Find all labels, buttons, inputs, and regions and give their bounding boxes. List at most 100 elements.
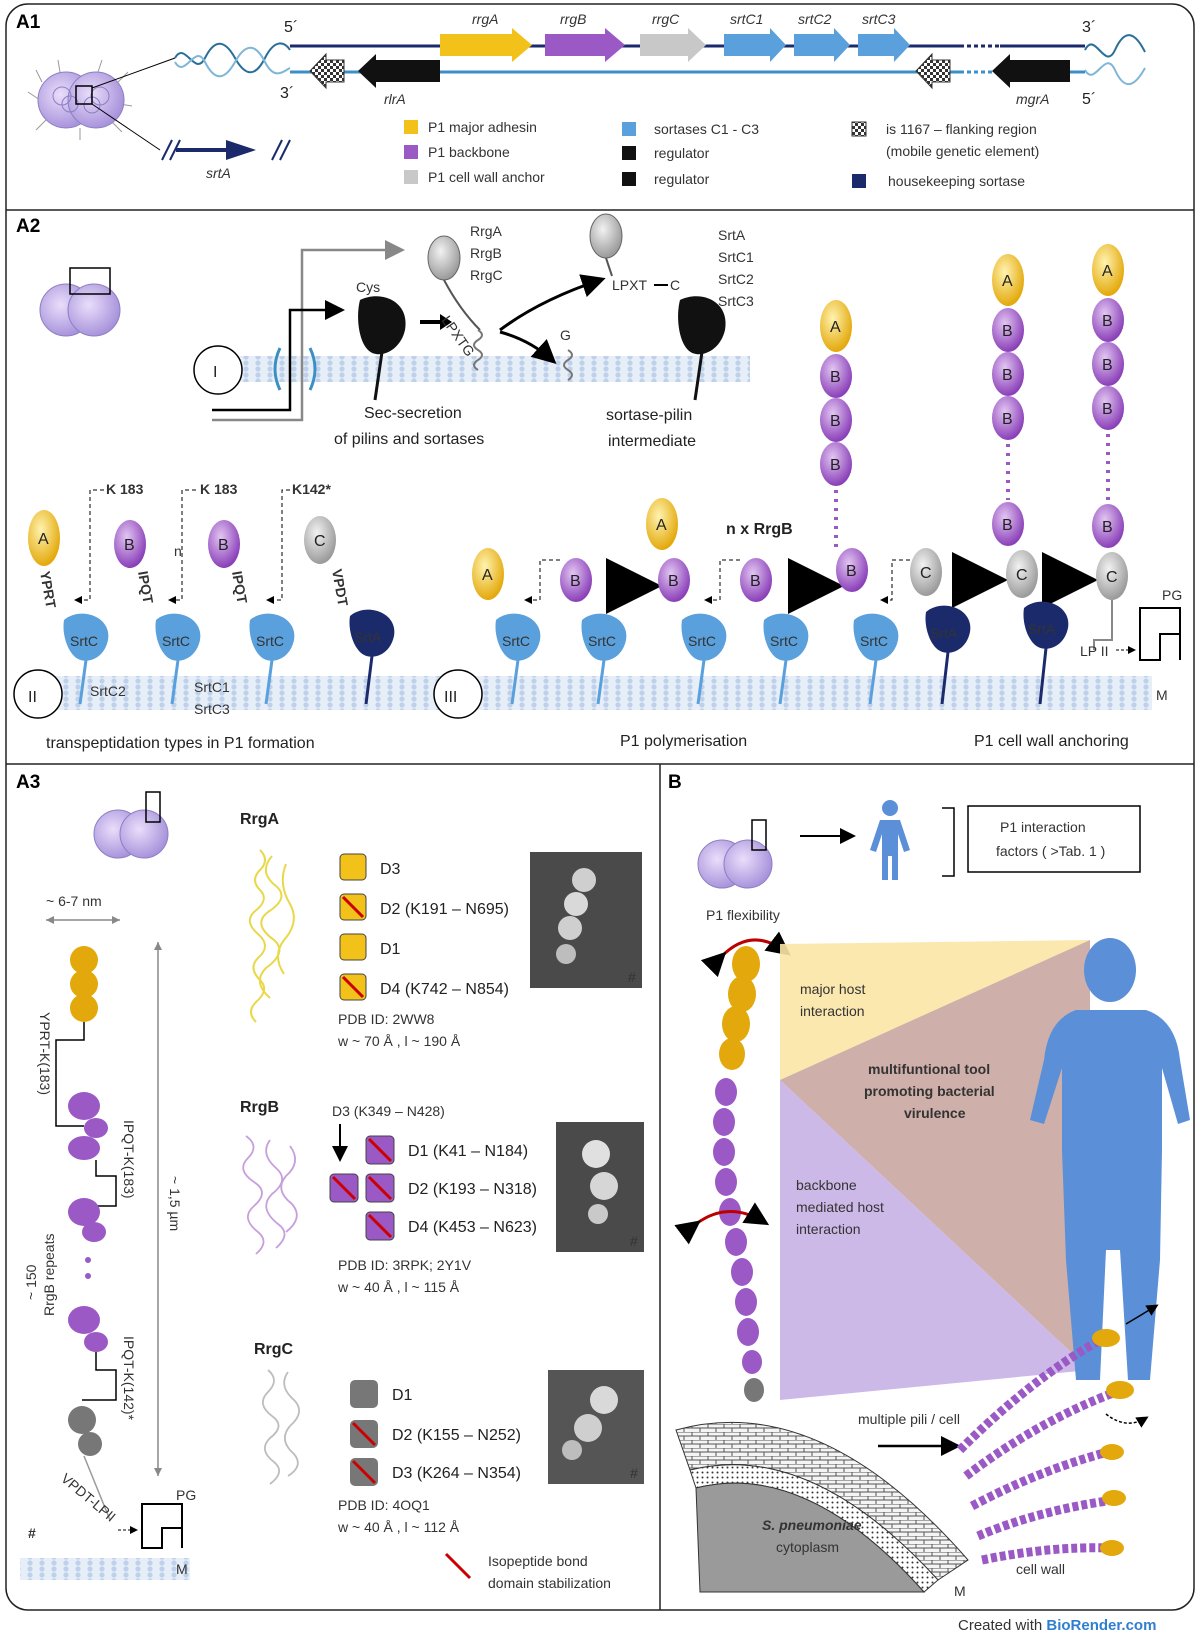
rrgc-d2: D2 (K155 – N252)	[392, 1427, 521, 1444]
rrgc-em-hash: #	[630, 1465, 638, 1481]
figure-frame	[5, 3, 1195, 1611]
rrga-pdb: PDB ID: 2WW8	[338, 1011, 435, 1027]
rrga-d2: D2 (K191 – N695)	[380, 901, 509, 918]
rrgb-dims: w ~ 40 Å , l ~ 115 Å	[337, 1279, 460, 1295]
pilin-a-step3-2: A	[656, 517, 667, 534]
sortase-label-srta: SrtA	[718, 227, 746, 243]
rrgb-em-image: #	[556, 1122, 644, 1252]
pilin-b2-step2: B	[218, 537, 229, 554]
rrgb-pdb: PDB ID: 3RPK; 2Y1V	[338, 1257, 472, 1273]
hash-label: #	[28, 1525, 36, 1541]
srtc-step3-3: SrtC	[688, 633, 716, 649]
rrgc-pdb: PDB ID: 4OQ1	[338, 1497, 430, 1513]
sec-caption-line1: Sec-secretion	[364, 405, 462, 422]
panel-label-b: B	[668, 772, 682, 793]
step-label-1: I	[213, 364, 217, 381]
b-long-pilus	[674, 946, 770, 1402]
rrgb-title: RrgB	[240, 1099, 279, 1116]
m-label-b: M	[954, 1583, 966, 1599]
gene-rrgc-arrow	[640, 28, 706, 62]
rrga-em-hash: #	[628, 969, 636, 985]
membrane-step2-3	[40, 676, 1152, 710]
repeats-label: RrgB repeats	[41, 1234, 57, 1316]
stalk2-b2: B	[1002, 367, 1013, 384]
length-label: ~ 1,5 µm	[167, 1176, 183, 1231]
a1-bacterium-icon	[27, 59, 133, 140]
rrgb-d4: D4 (K453 – N623)	[408, 1219, 537, 1236]
multifunctional-line1: multifuntional tool	[868, 1061, 990, 1077]
legend-housekeeping-sortase: housekeeping sortase	[888, 173, 1025, 189]
srtc-step3-4: SrtC	[770, 633, 798, 649]
rrgc-title: RrgC	[254, 1341, 294, 1358]
rrgc-em-image: #	[548, 1370, 644, 1484]
sec-caption-line2: of pilins and sortases	[334, 431, 484, 448]
rrga-d4: D4 (K742 – N854)	[380, 981, 509, 998]
rrgb-em-hash: #	[630, 1233, 638, 1249]
rrgb-d2: D2 (K193 – N318)	[408, 1181, 537, 1198]
c-label: C	[670, 277, 680, 293]
gene-label-srtc1: srtC1	[730, 11, 763, 27]
credit-brand: BioRender.com	[1046, 1617, 1156, 1634]
legend-backbone: P1 backbone	[428, 144, 510, 160]
srta-step3-1: SrtA	[930, 625, 958, 641]
stalk3-b1: B	[1102, 313, 1113, 330]
k183-label-2: K 183	[200, 481, 238, 497]
stalk3-b2: B	[1102, 357, 1113, 374]
srtc-step2-2: SrtC	[162, 633, 190, 649]
stalk1-b4: B	[846, 563, 857, 580]
gene-mgra-arrow	[992, 54, 1070, 88]
rrga-ribbon-structure	[248, 849, 295, 1023]
pilin-c-step2: C	[314, 533, 326, 550]
a3-pilus-structure: ~ 6-7 nm ~ 1,5 µm YPRT-K(183)	[20, 791, 644, 1591]
rrgc-d3: D3 (K264 – N354)	[392, 1465, 521, 1482]
linkage-label-3: IPQT-K(142)*	[121, 1336, 137, 1421]
stalk1-a: A	[830, 319, 841, 336]
credit-line: Created with BioRender.com	[958, 1617, 1156, 1634]
pilin-label-rrgc: RrgC	[470, 267, 503, 283]
rrga-d1: D1	[380, 941, 401, 958]
gene-label-srta: srtA	[206, 165, 231, 181]
srtc1-label: SrtC1	[194, 679, 230, 695]
multifunctional-region	[780, 940, 1090, 1370]
interaction-factors-box	[967, 805, 1141, 873]
b-host-interaction: P1 interaction factors ( >Tab. 1 ) P1 fl…	[674, 800, 1190, 1599]
gene-rlra-arrow	[358, 54, 440, 88]
cys-label: Cys	[356, 279, 380, 295]
stalk2-b1: B	[1002, 323, 1013, 340]
motif-ipqt-1: IPQT	[135, 570, 157, 605]
backbone-line1: backbone	[796, 1177, 857, 1193]
stalk2-a: A	[1002, 273, 1013, 290]
motif-yprt: YPRT	[37, 570, 59, 610]
srta-step2: SrtA	[354, 629, 382, 645]
lpxtg-label: LPXTG	[439, 313, 478, 360]
pilin-b-step3-2: B	[668, 573, 679, 590]
box-line-1: P1 interaction	[1000, 819, 1086, 835]
srta-step3-2: SrtA	[1028, 621, 1056, 637]
stalk1-c: C	[920, 565, 932, 582]
s-pneumoniae-label: S. pneumoniae	[762, 1517, 862, 1533]
pilin-b-step3-1: B	[570, 573, 581, 590]
g-label: G	[560, 327, 571, 343]
stalk1-b1: B	[830, 369, 841, 386]
caption-transpeptidation: transpeptidation types in P1 formation	[46, 735, 315, 752]
gene-label-mgra: mgrA	[1016, 91, 1049, 107]
legend-cell-wall-anchor: P1 cell wall anchor	[428, 169, 545, 185]
backbone-line3: interaction	[796, 1221, 861, 1237]
caption-polymerisation: P1 polymerisation	[620, 733, 747, 750]
isopeptide-legend: Isopeptide bond	[488, 1553, 588, 1569]
legend-is1167: is 1167 – flanking region	[886, 121, 1037, 137]
a2-pilus-assembly: I Cys LPXTG RrgA RrgB RrgC G LPXT C SrtA…	[13, 213, 1182, 752]
rrgb-d1: D1 (K41 – N184)	[408, 1143, 528, 1160]
rrgb-d3: D3 (K349 – N428)	[332, 1103, 445, 1119]
end-label-3-top: 3´	[1082, 19, 1096, 36]
srtc-step3-1: SrtC	[502, 633, 530, 649]
b-bacterium-icon	[697, 819, 773, 889]
gene-srtc3-arrow	[858, 28, 910, 62]
rrgc-dims: w ~ 40 Å , l ~ 112 Å	[337, 1519, 460, 1535]
gene-srtc1-arrow	[724, 28, 786, 62]
gene-rrga-arrow	[440, 28, 532, 62]
a3-pilus-drawing: YPRT-K(183) IPQT-K(183) IPQT-K(142)* ~ 1…	[20, 946, 196, 1580]
step3-polymerisation: A B A B B n x RrgB A B B B B	[472, 244, 1182, 750]
stalk3-c: C	[1106, 569, 1118, 586]
